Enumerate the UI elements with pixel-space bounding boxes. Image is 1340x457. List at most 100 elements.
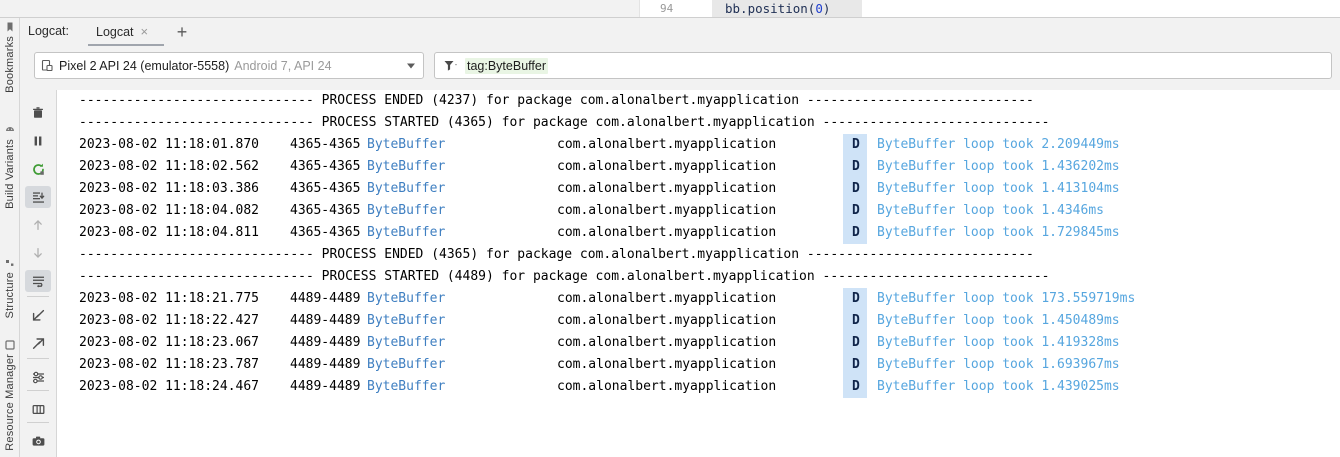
logcat-tab-row: Logcat: Logcat × + bbox=[20, 18, 1340, 46]
log-level: D bbox=[852, 225, 860, 240]
log-separator-row[interactable]: ------------------------------ PROCESS E… bbox=[57, 244, 1340, 266]
log-message: ByteBuffer loop took 173.559719ms bbox=[877, 291, 1136, 306]
log-pid: 4489-4489 bbox=[290, 291, 361, 306]
sidebar-item-label: Build Variants bbox=[3, 139, 16, 209]
log-message: ByteBuffer loop took 1.439025ms bbox=[877, 379, 1120, 394]
log-tag: ByteBuffer bbox=[367, 335, 446, 350]
editor-code-arg: 0 bbox=[815, 1, 823, 16]
toolbar-divider bbox=[27, 422, 49, 423]
editor-code-line: bb.position(0) bbox=[725, 1, 830, 16]
log-message: ByteBuffer loop took 1.693967ms bbox=[877, 357, 1120, 372]
log-level-band bbox=[843, 376, 867, 398]
panel-title: Logcat: bbox=[28, 24, 70, 38]
soft-wrap-button[interactable] bbox=[25, 270, 51, 292]
filter-query-text: tag:ByteBuffer bbox=[465, 57, 548, 74]
filter-funnel-icon[interactable] bbox=[443, 59, 459, 72]
log-separator-text: ------------------------------ PROCESS S… bbox=[79, 115, 1050, 130]
log-level-band bbox=[843, 310, 867, 332]
camera-icon bbox=[32, 436, 44, 446]
log-level-band bbox=[843, 332, 867, 354]
log-timestamp: 2023-08-02 11:18:22.427 bbox=[79, 313, 260, 328]
toolbar-divider bbox=[27, 390, 49, 391]
log-tag: ByteBuffer bbox=[367, 379, 446, 394]
log-entry-row[interactable]: 2023-08-02 11:18:21.775 4489-4489 ByteBuff… bbox=[57, 288, 1340, 310]
log-pid: 4489-4489 bbox=[290, 379, 361, 394]
configure-button[interactable] bbox=[25, 366, 51, 388]
sidebar-item-structure[interactable]: Structure bbox=[0, 256, 20, 318]
tab-active-underline bbox=[88, 44, 164, 46]
device-selector-dropdown[interactable]: Pixel 2 API 24 (emulator-5558) Android 7… bbox=[34, 52, 424, 79]
log-timestamp: 2023-08-02 11:18:02.562 bbox=[79, 159, 260, 174]
editor-code-close: ) bbox=[822, 1, 831, 16]
next-match-button[interactable] bbox=[25, 242, 51, 264]
log-tag: ByteBuffer bbox=[367, 291, 446, 306]
toolbar-divider bbox=[27, 358, 49, 359]
editor-bottom-divider bbox=[0, 17, 1340, 18]
log-tag: ByteBuffer bbox=[367, 159, 446, 174]
clear-logcat-button[interactable] bbox=[25, 102, 51, 124]
log-package: com.alonalbert.myapplication bbox=[557, 379, 777, 394]
expand-icon bbox=[32, 337, 44, 349]
expand-all-button[interactable] bbox=[25, 332, 51, 354]
log-message: ByteBuffer loop took 1.729845ms bbox=[877, 225, 1120, 240]
log-tag: ByteBuffer bbox=[367, 203, 446, 218]
tab-logcat[interactable]: Logcat × bbox=[88, 18, 156, 46]
add-tab-button[interactable]: + bbox=[176, 22, 188, 42]
restart-logcat-button[interactable] bbox=[25, 158, 51, 180]
logcat-filter-input[interactable]: tag:ByteBuffer bbox=[434, 52, 1332, 79]
sliders-icon bbox=[32, 371, 44, 383]
log-level-band bbox=[843, 134, 867, 156]
log-separator-text: ------------------------------ PROCESS S… bbox=[79, 269, 1050, 284]
sidebar-item-build-variants[interactable]: Build Variants bbox=[0, 123, 20, 209]
log-timestamp: 2023-08-02 11:18:21.775 bbox=[79, 291, 260, 306]
bookmark-icon bbox=[4, 20, 16, 32]
pause-icon bbox=[34, 136, 42, 146]
collapse-all-button[interactable] bbox=[25, 304, 51, 326]
editor-gutter bbox=[640, 0, 700, 18]
log-separator-row[interactable]: ------------------------------ PROCESS S… bbox=[57, 112, 1340, 134]
scroll-to-end-button[interactable] bbox=[25, 186, 51, 208]
previous-match-button[interactable] bbox=[25, 214, 51, 236]
structure-icon bbox=[4, 256, 16, 268]
logcat-output[interactable]: ------------------------------ PROCESS E… bbox=[56, 90, 1340, 457]
log-level-band bbox=[843, 178, 867, 200]
log-package: com.alonalbert.myapplication bbox=[557, 313, 777, 328]
restart-icon bbox=[32, 163, 44, 175]
log-pid: 4365-4365 bbox=[290, 181, 361, 196]
log-timestamp: 2023-08-02 11:18:23.067 bbox=[79, 335, 260, 350]
editor-code-text: bb.position( bbox=[725, 1, 816, 16]
log-separator-text: ------------------------------ PROCESS E… bbox=[79, 93, 1034, 108]
log-package: com.alonalbert.myapplication bbox=[557, 225, 777, 240]
log-message: ByteBuffer loop took 1.436202ms bbox=[877, 159, 1120, 174]
log-separator-row[interactable]: ------------------------------ PROCESS E… bbox=[57, 90, 1340, 112]
chevron-down-icon[interactable] bbox=[407, 63, 415, 68]
log-level: D bbox=[852, 159, 860, 174]
split-panel-button[interactable] bbox=[25, 398, 51, 420]
log-message: ByteBuffer loop took 1.4346ms bbox=[877, 203, 1104, 218]
log-timestamp: 2023-08-02 11:18:03.386 bbox=[79, 181, 260, 196]
sidebar-item-bookmarks[interactable]: Bookmarks bbox=[0, 20, 20, 93]
log-level: D bbox=[852, 137, 860, 152]
log-level: D bbox=[852, 379, 860, 394]
log-separator-row[interactable]: ------------------------------ PROCESS S… bbox=[57, 266, 1340, 288]
device-name: Pixel 2 API 24 (emulator-5558) bbox=[59, 58, 230, 73]
log-level-band bbox=[843, 288, 867, 310]
sidebar-item-resource-manager[interactable]: Resource Manager bbox=[0, 338, 20, 451]
pause-logcat-button[interactable] bbox=[25, 130, 51, 152]
screenshot-button[interactable] bbox=[25, 430, 51, 452]
close-icon[interactable]: × bbox=[140, 23, 149, 39]
logcat-panel: Logcat: Logcat × + Pixel 2 API 24 (emula… bbox=[20, 18, 1340, 457]
log-pid: 4365-4365 bbox=[290, 225, 361, 240]
editor-strip-left-pane bbox=[0, 0, 640, 18]
log-level-band bbox=[843, 354, 867, 376]
log-tag: ByteBuffer bbox=[367, 225, 446, 240]
